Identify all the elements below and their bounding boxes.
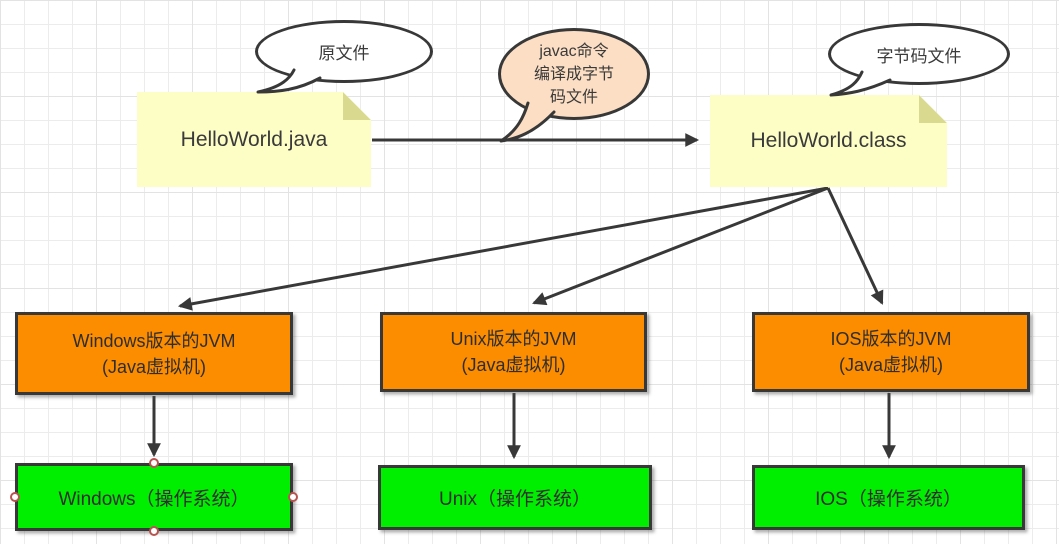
- jvm-box-ios[interactable]: IOS版本的JVM (Java虚拟机): [752, 312, 1030, 392]
- jvm-box-title: IOS版本的JVM: [830, 329, 952, 349]
- speech-bubble-bytecode-file[interactable]: 字节码文件: [828, 23, 1010, 85]
- note-label: HelloWorld.java: [180, 127, 328, 151]
- os-box-unix[interactable]: Unix（操作系统）: [378, 465, 652, 530]
- connection-handle-top[interactable]: [149, 458, 159, 468]
- bubble-line: 码文件: [549, 88, 598, 106]
- os-box-windows[interactable]: Windows（操作系统）: [15, 463, 293, 531]
- os-box-label: IOS（操作系统）: [815, 489, 962, 510]
- jvm-box-title: Unix版本的JVM: [450, 329, 577, 349]
- connection-handle-left[interactable]: [10, 492, 20, 502]
- jvm-box-subtitle: (Java虚拟机): [101, 356, 206, 377]
- arrow-class-to-ios-jvm[interactable]: [826, 187, 884, 305]
- note-helloworld-java[interactable]: HelloWorld.java: [137, 92, 371, 187]
- bubble-line: 编译成字节: [533, 65, 614, 83]
- speech-bubble-javac-note[interactable]: javac命令 编译成字节 码文件: [498, 28, 650, 120]
- connection-handle-bottom[interactable]: [149, 526, 159, 536]
- jvm-box-subtitle: (Java虚拟机): [838, 355, 943, 375]
- jvm-box-windows[interactable]: Windows版本的JVM (Java虚拟机): [15, 312, 293, 395]
- note-helloworld-class[interactable]: HelloWorld.class: [710, 95, 947, 187]
- note-label: HelloWorld.class: [750, 129, 907, 152]
- speech-bubble-source-file[interactable]: 原文件: [255, 20, 433, 83]
- os-box-label: Unix（操作系统）: [438, 489, 591, 510]
- folded-corner-icon: [343, 92, 371, 120]
- bubble-label: 原文件: [318, 44, 370, 63]
- folded-corner-icon: [919, 95, 947, 123]
- jvm-box-title: Windows版本的JVM: [72, 330, 236, 351]
- bubble-line: javac命令: [539, 42, 609, 60]
- os-box-ios[interactable]: IOS（操作系统）: [752, 465, 1025, 530]
- connection-handle-right[interactable]: [288, 492, 298, 502]
- os-box-label: Windows（操作系统）: [58, 488, 250, 510]
- jvm-box-subtitle: (Java虚拟机): [461, 355, 566, 375]
- bubble-label: 字节码文件: [876, 46, 962, 66]
- arrow-class-to-unix-jvm[interactable]: [532, 186, 829, 306]
- arrow-class-to-windows-jvm[interactable]: [177, 186, 829, 311]
- jvm-box-unix[interactable]: Unix版本的JVM (Java虚拟机): [380, 312, 647, 392]
